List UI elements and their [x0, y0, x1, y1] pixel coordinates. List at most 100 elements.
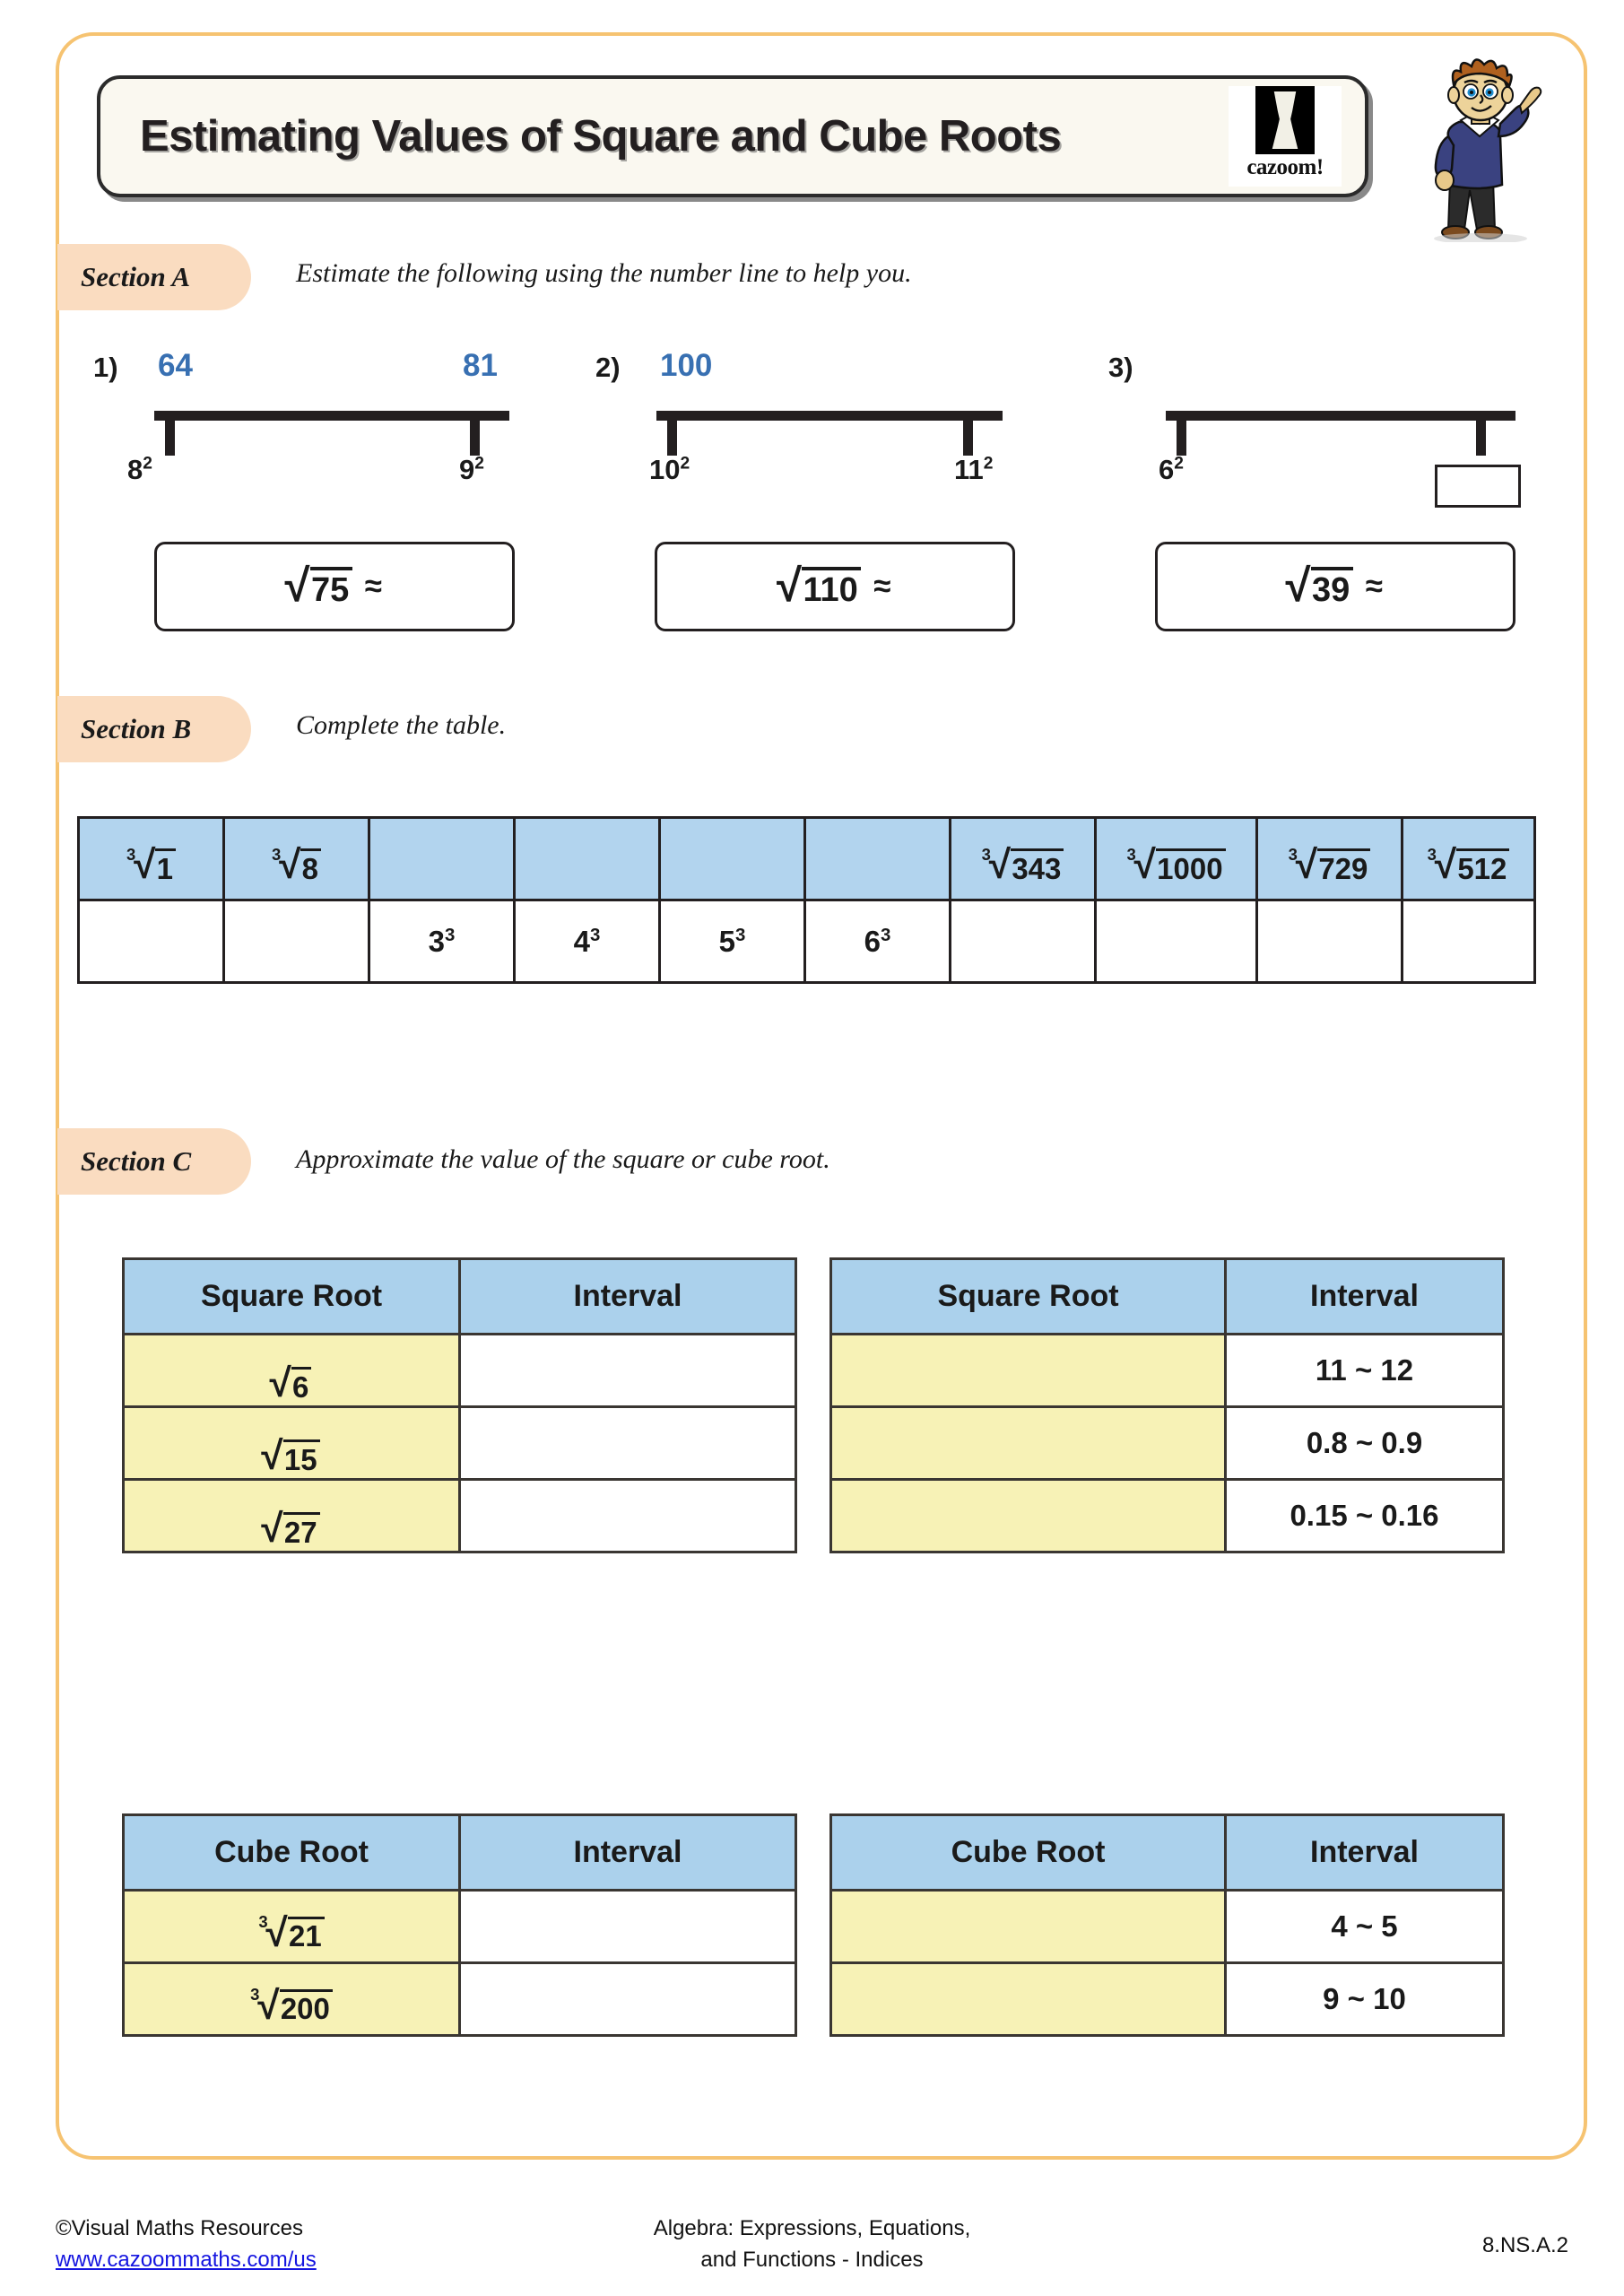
page-footer: ©Visual Maths Resources www.cazoommaths.… — [0, 2213, 1624, 2296]
square-root-table-right: Square Root Interval 11 ~ 12 0.8 ~ 0.9 0… — [829, 1257, 1505, 1553]
b-head-radicand-6: 343 — [1011, 848, 1064, 883]
c1-root-cell-0[interactable]: √6 — [122, 1333, 461, 1408]
c1-interval-cell-2[interactable] — [458, 1478, 797, 1553]
c3-root-cell-1[interactable]: 3√200 — [122, 1961, 461, 2037]
b-head-cell-3[interactable] — [513, 816, 661, 901]
c1-header-row: Square Root Interval — [122, 1257, 797, 1335]
b-head-radical-6: 3√343 — [981, 844, 1064, 885]
cube-root-table-left: Cube Root Interval 3√21 3√200 — [122, 1813, 797, 2037]
c2-row-2: 0.15 ~ 0.16 — [829, 1478, 1505, 1553]
q1-radical: √ 75 — [285, 563, 352, 608]
q3-tick-left — [1177, 419, 1186, 456]
q1-approx-sign: ≈ — [364, 569, 382, 604]
c4-root-cell-0[interactable] — [829, 1889, 1227, 1964]
c3-root-cell-0[interactable]: 3√21 — [122, 1889, 461, 1964]
c3-interval-cell-1[interactable] — [458, 1961, 797, 2037]
section-c-instruction: Approximate the value of the square or c… — [296, 1144, 830, 1174]
c2-interval-cell-2[interactable]: 0.15 ~ 0.16 — [1224, 1478, 1505, 1553]
b-body-cell-4[interactable]: 53 — [658, 899, 806, 984]
section-a-pill: Section A — [57, 244, 251, 310]
square-root-table-left: Square Root Interval √6 √15 √27 — [122, 1257, 797, 1553]
c1-row-0: √6 — [122, 1333, 797, 1408]
c4-root-cell-1[interactable] — [829, 1961, 1227, 2037]
c1-row-2: √27 — [122, 1478, 797, 1553]
c3-radicand-0: 21 — [287, 1916, 325, 1952]
c2-root-cell-0[interactable] — [829, 1333, 1227, 1408]
c4-interval-cell-0[interactable]: 4 ~ 5 — [1224, 1889, 1505, 1964]
c1-root-cell-2[interactable]: √27 — [122, 1478, 461, 1553]
b-head-cell-7[interactable]: 3√1000 — [1094, 816, 1258, 901]
b-head-cell-9[interactable]: 3√512 — [1401, 816, 1536, 901]
c3-interval-cell-0[interactable] — [458, 1889, 797, 1964]
q1-answer-box[interactable]: √ 75 ≈ — [154, 542, 515, 631]
b-head-cell-0[interactable]: 3√1 — [77, 816, 225, 901]
q1-tick-left — [165, 419, 175, 456]
q3-sub-left-exp: 2 — [1174, 454, 1184, 474]
b-body-cell-1[interactable] — [222, 899, 370, 984]
q3-blank-answer-box[interactable] — [1435, 465, 1521, 508]
c1-root-cell-1[interactable]: √15 — [122, 1405, 461, 1481]
q3-tick-right — [1476, 419, 1486, 456]
b-body-cell-8[interactable] — [1255, 899, 1403, 984]
b-head-cell-5[interactable] — [803, 816, 951, 901]
c1-col-head-0: Square Root — [122, 1257, 461, 1335]
b-body-base-4: 5 — [718, 924, 735, 958]
c2-root-cell-2[interactable] — [829, 1478, 1227, 1553]
b-head-index-6: 3 — [981, 844, 991, 864]
b-body-exp-4: 3 — [734, 924, 746, 945]
b-head-radicand-7: 1000 — [1155, 848, 1226, 883]
c2-root-cell-1[interactable] — [829, 1405, 1227, 1481]
b-head-radicand-8: 729 — [1317, 848, 1371, 883]
b-head-cell-2[interactable] — [368, 816, 516, 901]
q1-number-line — [154, 411, 509, 461]
c4-interval-cell-1[interactable]: 9 ~ 10 — [1224, 1961, 1505, 2037]
q2-answer-box[interactable]: √ 110 ≈ — [655, 542, 1015, 631]
q3-radical-sign: √ — [1285, 560, 1311, 612]
b-head-cell-4[interactable] — [658, 816, 806, 901]
q2-tick-right — [963, 419, 973, 456]
q1-tick-right — [470, 419, 480, 456]
b-body-base-5: 6 — [864, 924, 881, 958]
b-body-cell-2[interactable]: 33 — [368, 899, 516, 984]
c2-interval-cell-0[interactable]: 11 ~ 12 — [1224, 1333, 1505, 1408]
footer-website-link[interactable]: www.cazoommaths.com/us — [56, 2247, 317, 2272]
c2-col-head-0: Square Root — [829, 1257, 1227, 1335]
section-b-pill: Section B — [57, 696, 251, 762]
c1-radicand-0: 6 — [291, 1367, 312, 1402]
q2-number-line-bar — [656, 411, 1003, 421]
q1-radicand: 75 — [309, 566, 352, 607]
footer-topic-line-2: and Functions - Indices — [700, 2247, 924, 2272]
c4-col-head-1: Interval — [1224, 1813, 1505, 1892]
c1-radical-0: √6 — [269, 1363, 312, 1404]
q3-answer-box[interactable]: √ 39 ≈ — [1155, 542, 1515, 631]
c1-radical-1: √15 — [261, 1436, 320, 1476]
section-b-label: Section B — [81, 713, 192, 744]
q3-approx-sign: ≈ — [1365, 569, 1383, 604]
q2-top-left-value: 100 — [660, 348, 713, 383]
b-body-cell-5[interactable]: 63 — [803, 899, 951, 984]
c1-radicand-1: 15 — [282, 1439, 320, 1474]
b-body-cell-0[interactable] — [77, 899, 225, 984]
c3-radical-0: 3√21 — [258, 1913, 325, 1953]
c2-interval-cell-1[interactable]: 0.8 ~ 0.9 — [1224, 1405, 1505, 1481]
q1-top-left-value: 64 — [158, 348, 193, 383]
c3-radical-sign-1: √ — [257, 1983, 280, 2028]
b-body-cell-9[interactable] — [1401, 899, 1536, 984]
question-1-number: 1) — [93, 352, 118, 383]
q2-number-line — [656, 411, 1003, 461]
b-body-cell-3[interactable]: 43 — [513, 899, 661, 984]
c1-col-head-1: Interval — [458, 1257, 797, 1335]
question-3-number: 3) — [1108, 352, 1133, 383]
b-body-cell-6[interactable] — [949, 899, 1097, 984]
b-head-cell-1[interactable]: 3√8 — [222, 816, 370, 901]
c4-header-row: Cube Root Interval — [829, 1813, 1505, 1892]
b-head-cell-6[interactable]: 3√343 — [949, 816, 1097, 901]
q3-radical: √ 39 — [1285, 560, 1353, 612]
q1-sub-right-exp: 2 — [474, 454, 484, 474]
c1-interval-cell-1[interactable] — [458, 1405, 797, 1481]
q2-sub-left-base: 10 — [649, 454, 681, 485]
b-body-cell-7[interactable] — [1094, 899, 1258, 984]
c1-interval-cell-0[interactable] — [458, 1333, 797, 1408]
b-head-cell-8[interactable]: 3√729 — [1255, 816, 1403, 901]
q3-sub-left-base: 6 — [1159, 454, 1175, 485]
